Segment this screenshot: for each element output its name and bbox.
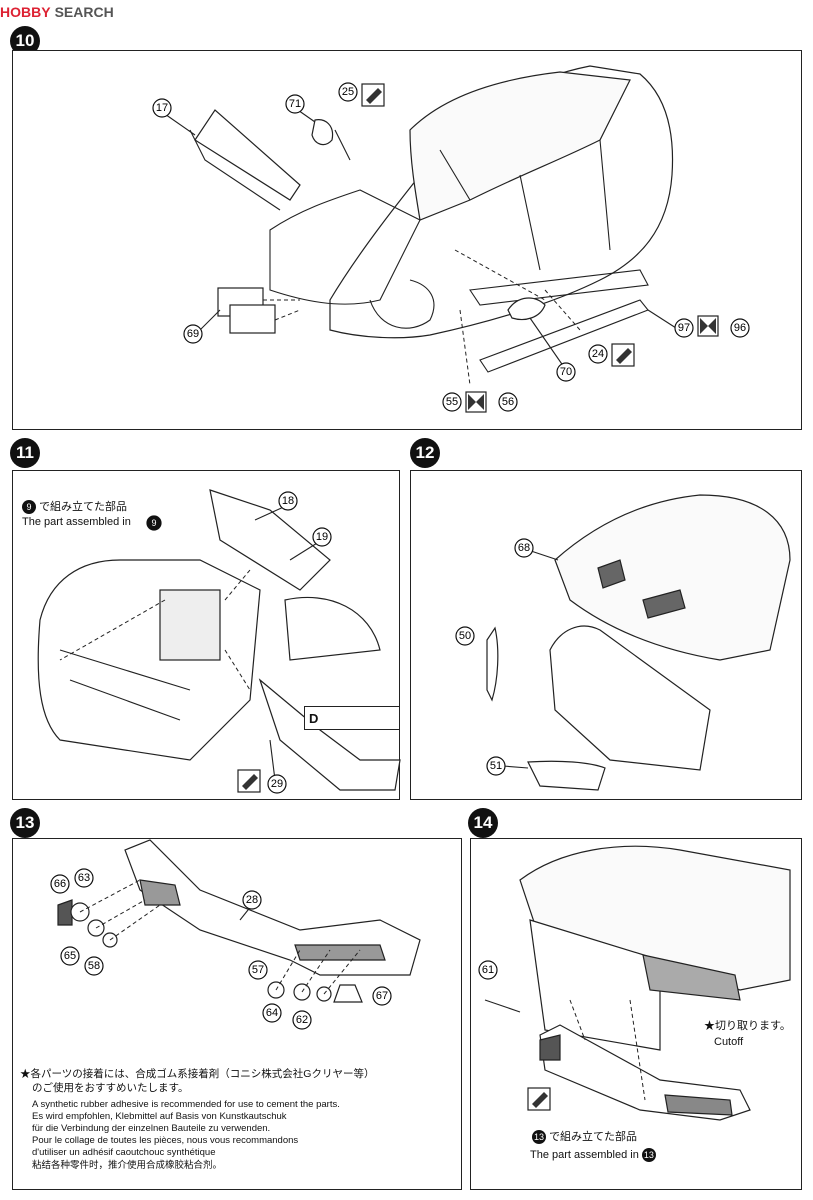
callout-label-51: 51: [490, 760, 502, 772]
front-bumper-28: [124, 839, 421, 976]
paint-spec-box: D: [304, 706, 400, 730]
step11-ref-badge-b: 9: [151, 518, 156, 528]
callout-label-69: 69: [187, 328, 199, 340]
callout-label-56: 56: [502, 396, 514, 408]
glue-icon: [527, 1087, 551, 1111]
callout-17: [152, 98, 172, 118]
car-front-step11: [37, 489, 401, 791]
callout-label-71: 71: [289, 98, 301, 110]
cowl-panel-17: [189, 109, 301, 211]
adhesive-note-de2: für die Verbindung der einzelnen Bauteil…: [32, 1123, 271, 1134]
step11-ref-badge: 9: [22, 500, 36, 514]
callout-label-57: 57: [252, 964, 264, 976]
callout-label-70: 70: [560, 366, 572, 378]
callout-label-17: 17: [156, 102, 168, 114]
callout-label-18: 18: [282, 495, 294, 507]
glue-icon: [611, 343, 635, 367]
callout-label-28: 28: [246, 894, 258, 906]
callout-label-24: 24: [592, 348, 604, 360]
mirror-71: [311, 119, 351, 161]
car-front-step12: [486, 494, 791, 791]
step11-ref-en: The part assembled in: [22, 516, 131, 528]
step-number-11: 11: [10, 438, 40, 468]
cutoff-en: Cutoff: [714, 1036, 744, 1048]
step-number-13: 13: [10, 808, 40, 838]
adhesive-note-de1: Es wird empfohlen, Klebmittel auf Basis …: [32, 1111, 287, 1122]
step14-ref-badge-b: 13: [641, 1148, 656, 1162]
callout-label-65: 65: [64, 950, 76, 962]
callout-label-25: 25: [342, 86, 354, 98]
step-number-12: 12: [410, 438, 440, 468]
car-body-step10: [269, 65, 674, 373]
step11-ref-jp-text: で組み立てた部品: [39, 501, 128, 513]
step-13-panel: [12, 838, 462, 1190]
paint-code-d: D: [309, 710, 319, 726]
step14-ref-jp-text: で組み立てた部品: [549, 1131, 638, 1143]
glue-icon: [237, 769, 261, 793]
callout-label-96: 96: [734, 322, 746, 334]
glue-icon: [361, 83, 385, 107]
step14-ref-en: The part assembled in 13: [530, 1148, 656, 1162]
callout-label-68: 68: [518, 542, 530, 554]
callout-label-19: 19: [316, 531, 328, 543]
callout-label-64: 64: [266, 1007, 278, 1019]
callout-label-66: 66: [54, 878, 66, 890]
watermark-search: SEARCH: [54, 4, 114, 20]
callout-label-61: 61: [482, 964, 494, 976]
license-plate-69: [217, 287, 301, 334]
callout-label-29: 29: [271, 778, 283, 790]
watermark-brand: HOBBY: [0, 4, 51, 20]
headlight-lenses-step13: [57, 899, 363, 1003]
adhesive-note-jp2: のご使用をおすすめいたします。: [32, 1082, 189, 1094]
callout-label-58: 58: [88, 960, 100, 972]
callout-label-55: 55: [446, 396, 458, 408]
watermark: HOBBY SEARCH: [0, 0, 114, 24]
step14-ref-badge: 13: [532, 1130, 546, 1144]
step14-ref-jp: 13 で組み立てた部品: [532, 1130, 637, 1144]
callout-label-97: 97: [678, 322, 690, 334]
paint-mixed-icon: [465, 391, 487, 413]
step-number-14: 14: [468, 808, 498, 838]
mirror-70: [507, 297, 546, 321]
adhesive-note-fr2: d'utiliser un adhésif caoutchouc synthét…: [32, 1147, 216, 1158]
adhesive-note-jp: ★各パーツの接着には、合成ゴム系接着剤（コニシ株式会社Gクリヤー等）: [20, 1068, 375, 1080]
adhesive-note-fr1: Pour le collage de toutes les pièces, no…: [32, 1135, 299, 1146]
paint-mixed-icon: [697, 315, 719, 337]
step14-ref-en-text: The part assembled in: [530, 1149, 639, 1161]
adhesive-note-en: A synthetic rubber adhesive is recommend…: [32, 1099, 340, 1110]
callout-label-50: 50: [459, 630, 471, 642]
callout-label-67: 67: [376, 990, 388, 1002]
adhesive-note-zh: 粘结各种零件时，推介使用合成橡胶粘合剂。: [32, 1160, 223, 1171]
step11-ref-jp: 9 で組み立てた部品: [22, 500, 127, 514]
callout-label-62: 62: [296, 1014, 308, 1026]
car-rear-step14: [484, 845, 791, 1121]
callout-label-63: 63: [78, 872, 90, 884]
cutoff-jp: ★切り取ります。: [704, 1020, 791, 1032]
